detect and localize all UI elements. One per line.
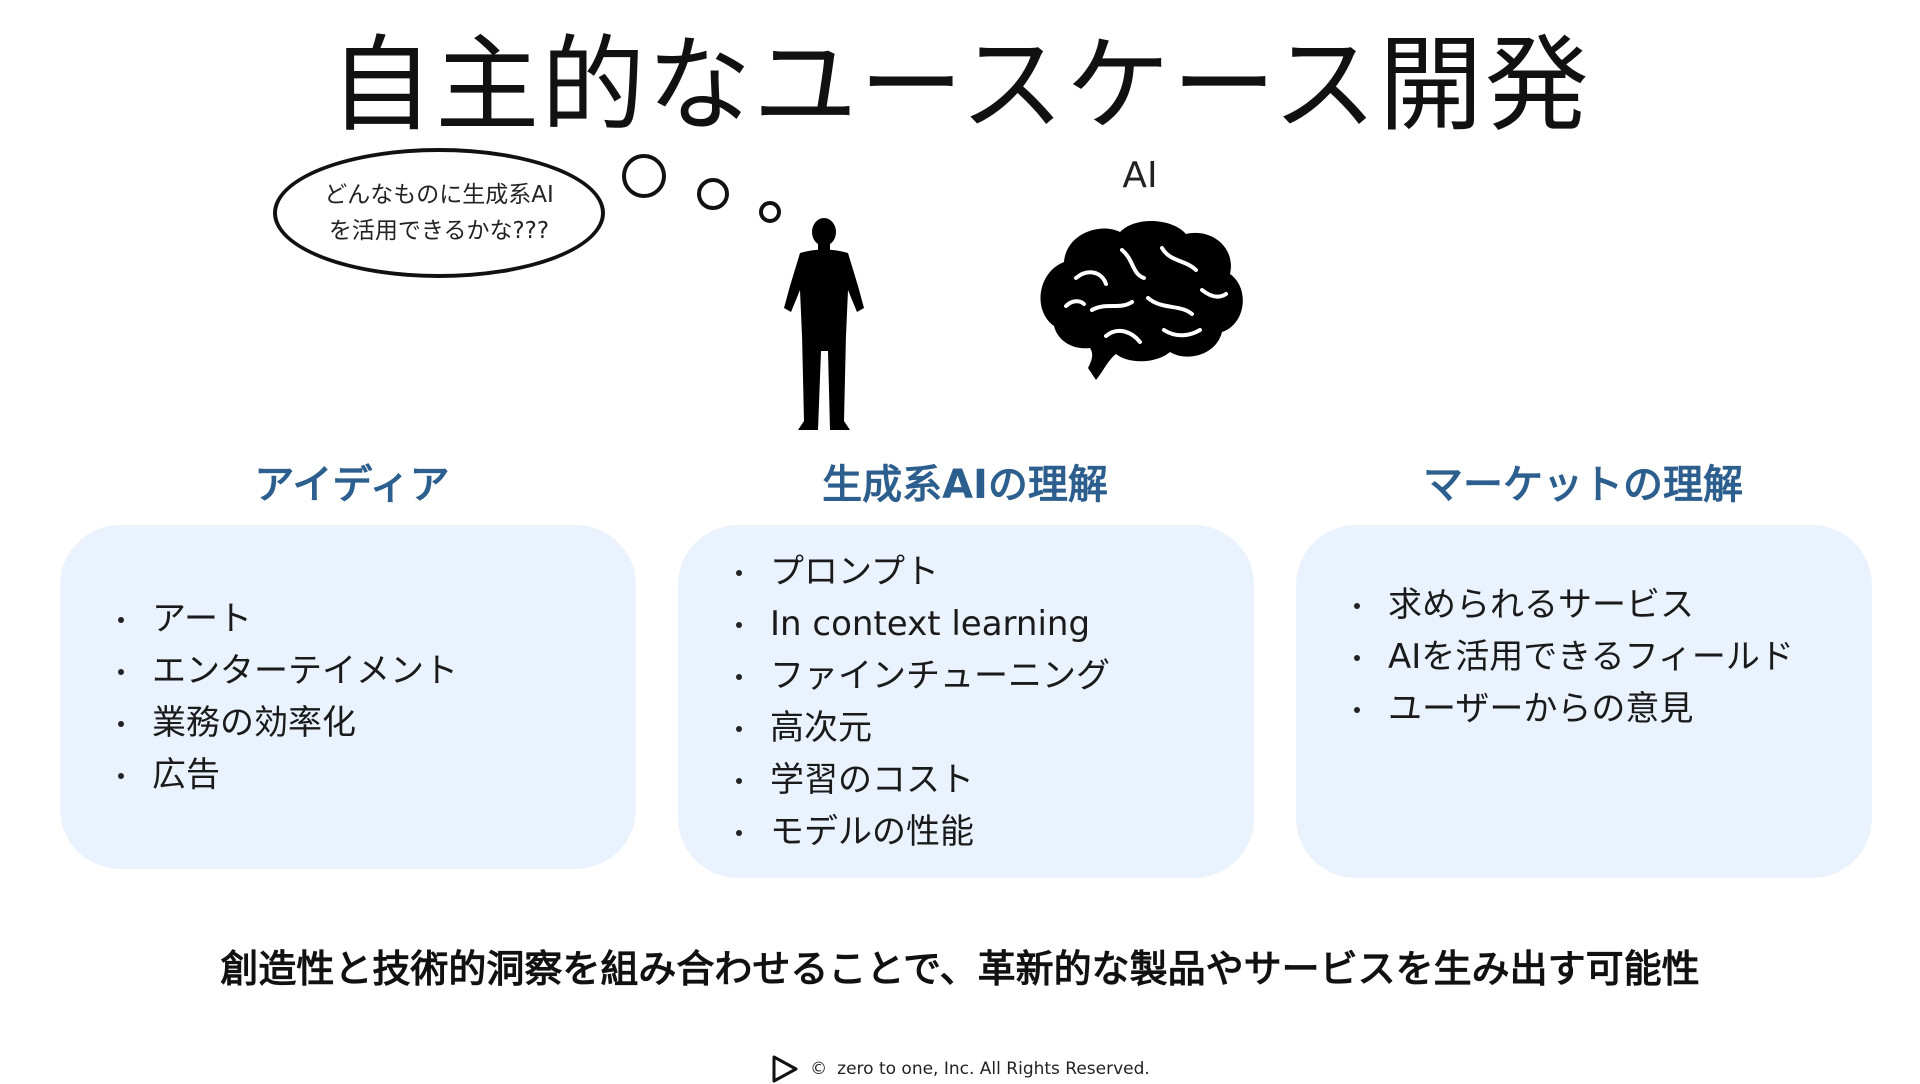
thought-dot-large <box>622 154 666 198</box>
list-item: 高次元 <box>678 702 1254 754</box>
section-title-market-understanding: マーケットの理解 <box>1423 462 1743 508</box>
thought-bubble-line-1: どんなものに生成系AI <box>324 182 554 208</box>
thought-dot-medium <box>697 178 729 210</box>
copyright-symbol: © <box>810 1059 828 1079</box>
list-item: 業務の効率化 <box>60 697 636 749</box>
list-item: In context learning <box>678 598 1254 650</box>
ai-label: AI <box>1122 155 1158 196</box>
thought-bubble: どんなものに生成系AI を活用できるかな??? <box>273 148 605 278</box>
section-title-genai-understanding: 生成系AIの理解 <box>822 462 1108 508</box>
list-market-understanding: 求められるサービス AIを活用できるフィールド ユーザーからの意見 <box>1296 579 1872 735</box>
footer: © zero to one, Inc. All Rights Reserved. <box>0 1054 1920 1084</box>
card-idea: アート エンターテイメント 業務の効率化 広告 <box>60 525 636 869</box>
list-item: プロンプト <box>678 546 1254 598</box>
list-item: 求められるサービス <box>1296 579 1872 631</box>
card-market-understanding: 求められるサービス AIを活用できるフィールド ユーザーからの意見 <box>1296 525 1872 878</box>
list-item: ユーザーからの意見 <box>1296 683 1872 735</box>
thought-bubble-line-2: を活用できるかな??? <box>328 218 550 244</box>
thought-dot-small <box>759 201 781 223</box>
list-item: 学習のコスト <box>678 754 1254 806</box>
brain-icon <box>1040 220 1243 380</box>
card-genai-understanding: プロンプト In context learning ファインチューニング 高次元… <box>678 525 1254 878</box>
list-item: ファインチューニング <box>678 650 1254 702</box>
summary-statement: 創造性と技術的洞察を組み合わせることで、革新的な製品やサービスを生み出す可能性 <box>220 947 1700 991</box>
list-item: モデルの性能 <box>678 806 1254 858</box>
list-idea: アート エンターテイメント 業務の効率化 広告 <box>60 593 636 801</box>
list-item: エンターテイメント <box>60 645 636 697</box>
footer-copyright-text: zero to one, Inc. All Rights Reserved. <box>837 1059 1150 1079</box>
section-title-idea: アイディア <box>254 462 450 508</box>
list-item: 広告 <box>60 749 636 801</box>
list-genai-understanding: プロンプト In context learning ファインチューニング 高次元… <box>678 546 1254 858</box>
list-item: アート <box>60 593 636 645</box>
slide-title: 自主的なユースケース開発 <box>329 24 1591 146</box>
play-triangle-logo-icon <box>772 1055 798 1083</box>
person-silhouette-icon <box>784 218 864 430</box>
list-item: AIを活用できるフィールド <box>1296 631 1872 683</box>
